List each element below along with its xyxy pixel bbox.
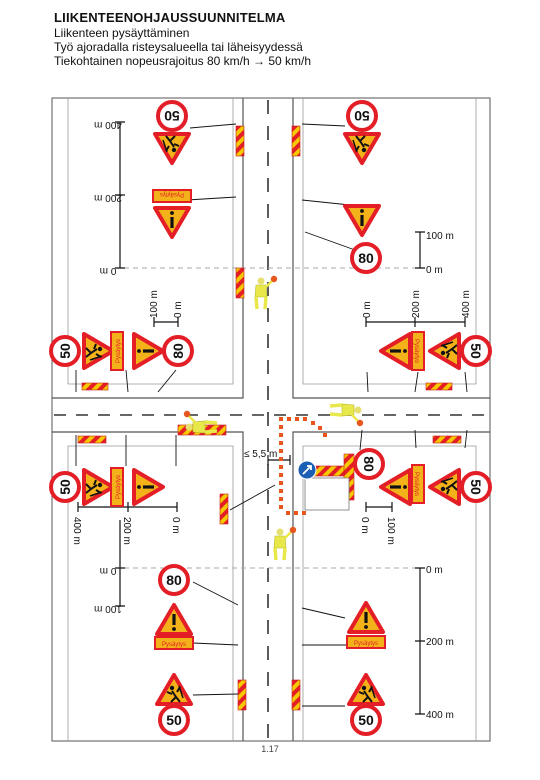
speed-limit-50-sign-east-south: 50 (460, 471, 492, 503)
stop-plate-east: Pysäytys (411, 331, 425, 371)
subtitle-speed-limit: Tiekohtainen nopeusrajoitus 80 km/h → 50… (54, 54, 312, 68)
label-0m-east-arm: 0 m (362, 301, 373, 318)
speed-limit-50-sign-south: 50 (158, 704, 190, 736)
label-0m-west-south: 0 m (170, 517, 181, 534)
subtitle-situation: Liikenteen pysäyttäminen (54, 26, 190, 40)
speed-80-text: 80 (358, 250, 374, 266)
speed-50-text: 50 (166, 712, 182, 728)
label-400m-west-south: 400 m (71, 517, 82, 545)
stop-plate-south-right: Pysäytys (346, 635, 386, 649)
measurement-lines (77, 121, 466, 715)
speed-50-text: 50 (354, 108, 370, 124)
speed-limit-80-sign-east-south: 80 (353, 448, 385, 480)
stop-plate-north: Pysäytys (152, 189, 192, 203)
speed-limit-80-sign-west: 80 (162, 335, 194, 367)
stop-plate-text: Pysäytys (413, 472, 419, 496)
work-area-box (304, 477, 350, 511)
label-400m-east-arm: 400 m (461, 290, 472, 318)
label-200m-east-arm: 200 m (411, 290, 422, 318)
label-0m-north: 0 m (100, 265, 117, 276)
speed-50-text: 50 (468, 479, 484, 495)
stop-plate-text: Pysäytys (160, 191, 184, 197)
speed-limit-50-sign-north-right: 50 (346, 100, 378, 132)
speed-limit-50-sign-west-south: 50 (49, 471, 81, 503)
stop-plate-text: Pysäytys (354, 641, 378, 647)
label-200m-north: 200 m (94, 192, 122, 203)
plan-frame (51, 97, 491, 742)
cones (279, 417, 327, 515)
sign-leader-lines (75, 123, 468, 707)
speed-limit-50-sign-east: 50 (460, 335, 492, 367)
label-200m-south-right: 200 m (426, 637, 454, 648)
label-100m-east-south: 100 m (385, 517, 396, 545)
speed-80-text: 80 (170, 343, 186, 359)
speed-50-text: 50 (57, 479, 73, 495)
label-100m-west-arm: 100 m (149, 290, 160, 318)
speed-limit-80-sign-south: 80 (158, 564, 190, 596)
label-0m-north-right: 0 m (426, 265, 443, 276)
speed-limit-50-sign-west: 50 (49, 335, 81, 367)
page-number: 1.17 (261, 744, 279, 754)
speed-limit-50-sign-south-right: 50 (350, 704, 382, 736)
road-edges (52, 98, 490, 741)
speed-50-text: 50 (358, 712, 374, 728)
speed-80-text: 80 (166, 572, 182, 588)
speed-limit-50-sign-north: 50 (156, 100, 188, 132)
label-200m-west-south: 200 m (121, 517, 132, 545)
stop-plate-text: Pysäytys (162, 642, 186, 648)
label-0m-west-arm: 0 m (173, 301, 184, 318)
speed-50-text: 50 (468, 343, 484, 359)
speed-limit-80-sign-north: 80 (350, 242, 382, 274)
label-0m-south-right: 0 m (426, 565, 443, 576)
page-title: LIIKENTEENOHJAUSSUUNNITELMA (54, 10, 286, 25)
label-lane-width: ≤ 5,5 m (244, 449, 277, 460)
speed-80-text: 80 (361, 456, 377, 472)
stop-plate-south: Pysäytys (154, 636, 194, 650)
speed-50-text: 50 (57, 343, 73, 359)
stop-plate-west: Pysäytys (110, 331, 124, 371)
stop-plate-text: Pysäytys (116, 339, 122, 363)
header: LIIKENTEENOHJAUSSUUNNITELMA Liikenteen p… (54, 10, 524, 68)
stop-plate-east-south: Pysäytys (411, 464, 425, 504)
subtitle-work-location: Työ ajoradalla risteysalueella tai lähei… (54, 40, 303, 54)
label-0m-south: 0 m (100, 565, 117, 576)
speed-50-text: 50 (164, 108, 180, 124)
stop-plate-text: Pysäytys (413, 339, 419, 363)
label-400m-north: 400 m (94, 119, 122, 130)
label-100m-north-right: 100 m (426, 231, 454, 242)
label-100m-south: 100 m (94, 603, 122, 614)
keep-right-sign (297, 460, 317, 480)
label-0m-east-south: 0 m (359, 517, 370, 534)
stop-plate-west-south: Pysäytys (110, 467, 124, 507)
label-400m-south-right: 400 m (426, 710, 454, 721)
stop-plate-text: Pysäytys (116, 475, 122, 499)
